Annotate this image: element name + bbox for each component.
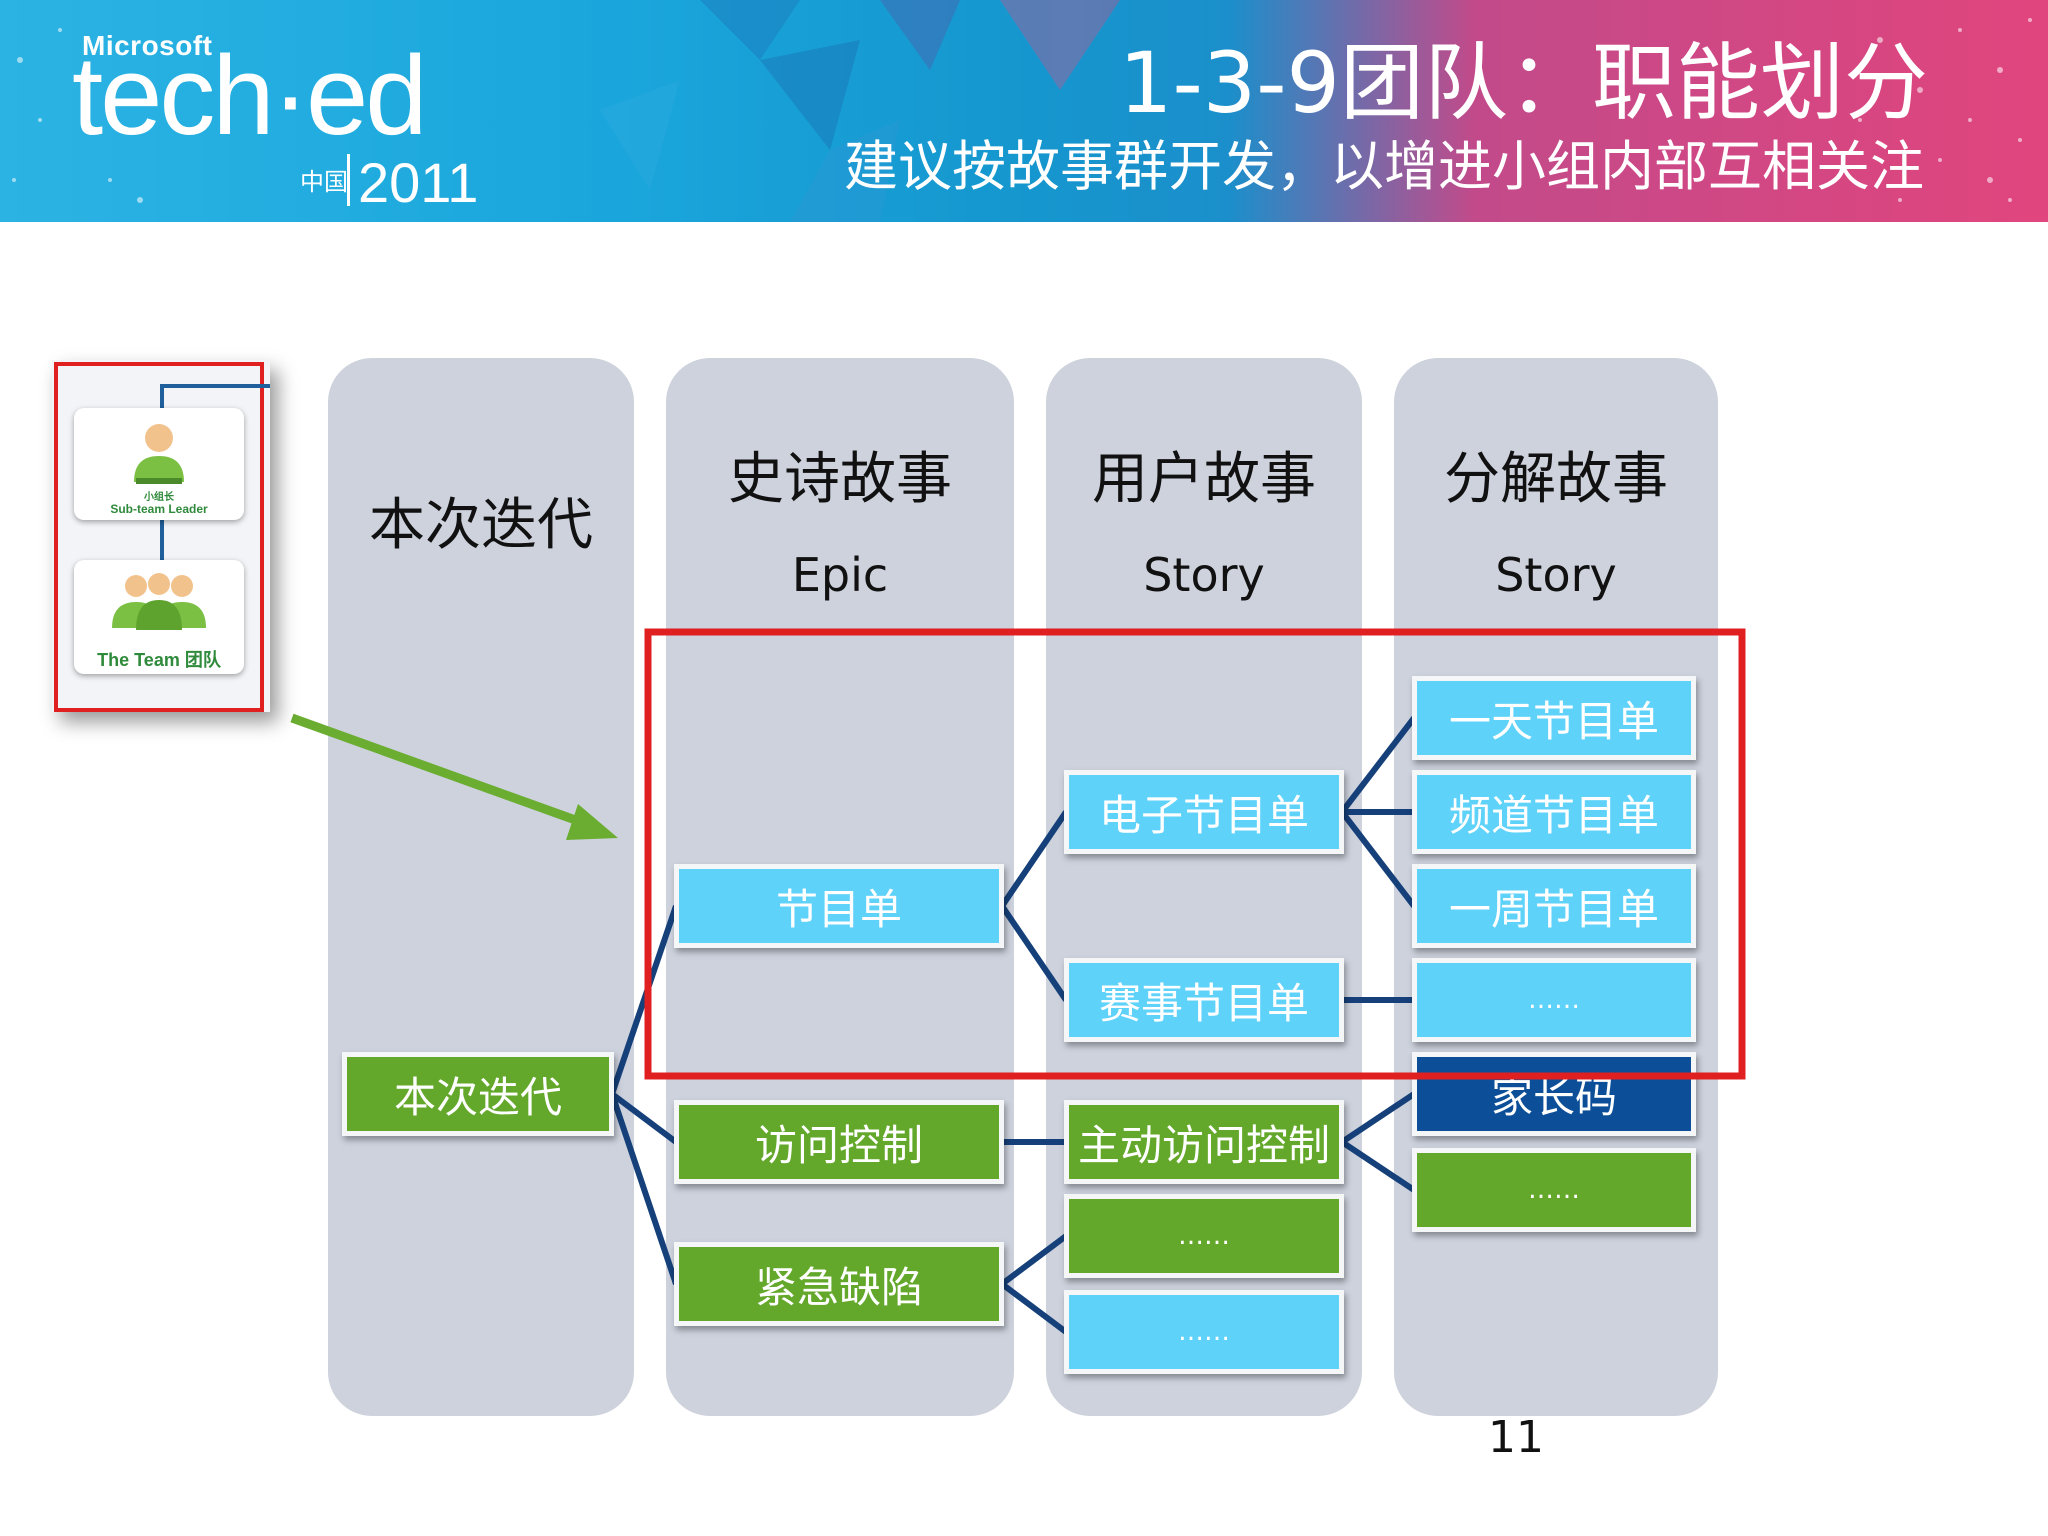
node-sub-channel: 频道节目单 <box>1412 770 1696 854</box>
node-story-more-green: …… <box>1064 1194 1344 1278</box>
leader-card: 小组长 Sub-team Leader <box>74 408 244 520</box>
org-line-vertical-1 <box>160 384 164 410</box>
leader-person-icon <box>134 424 184 484</box>
column-subtitle-user-story: Story <box>1143 548 1265 602</box>
node-story-more-blue: …… <box>1064 1290 1344 1374</box>
logo-year: 2011 <box>358 151 479 214</box>
column-title-iteration: 本次迭代 <box>369 493 593 558</box>
org-line-vertical-2 <box>160 520 164 562</box>
column-subtitle-sub-story: Story <box>1495 548 1617 602</box>
column-subtitle-epic: Epic <box>791 548 889 602</box>
image-red-frame <box>54 362 264 712</box>
logo-region: 中国 <box>300 168 348 196</box>
org-line-top <box>160 384 270 388</box>
team-people-icon <box>112 573 206 630</box>
node-story-active-access: 主动访问控制 <box>1064 1100 1344 1184</box>
node-sub-more-blue: …… <box>1412 958 1696 1042</box>
column-title-sub-story: 分解故事 <box>1444 447 1668 512</box>
teched-logo: tech·ed <box>72 33 428 158</box>
leader-label-cn: 小组长 <box>144 492 174 503</box>
node-epic-defect: 紧急缺陷 <box>674 1242 1004 1326</box>
node-sub-parent-code: 家长码 <box>1412 1052 1696 1136</box>
page-number: 11 <box>1488 1412 1544 1463</box>
slide-title: 1-3-9团队：职能划分 <box>1119 34 1928 132</box>
column-title-epic: 史诗故事 <box>728 447 952 512</box>
slide-subtitle: 建议按故事群开发，以增进小组内部互相关注 <box>844 135 1924 198</box>
node-sub-day: 一天节目单 <box>1412 676 1696 760</box>
node-sub-more-green: …… <box>1412 1148 1696 1232</box>
logo-divider <box>347 154 350 206</box>
node-epic-access: 访问控制 <box>674 1100 1004 1184</box>
node-story-epg: 电子节目单 <box>1064 770 1344 854</box>
node-sub-week: 一周节目单 <box>1412 864 1696 948</box>
team-card: The Team 团队 <box>74 560 244 674</box>
team-structure-image: 小组长 Sub-team Leader The Team 团队 <box>52 360 270 712</box>
node-epic-program: 节目单 <box>674 864 1004 948</box>
column-iteration <box>328 358 634 1416</box>
microsoft-logo-text: Microsoft <box>82 30 213 61</box>
leader-label-en: Sub-team Leader <box>110 502 208 516</box>
node-story-event: 赛事节目单 <box>1064 958 1344 1042</box>
team-label: The Team 团队 <box>97 650 221 670</box>
node-iteration: 本次迭代 <box>342 1052 614 1136</box>
header-banner: Microsoft tech·ed 中国 2011 1-3-9团队：职能划分 建… <box>0 0 2048 222</box>
column-title-user-story: 用户故事 <box>1092 447 1316 512</box>
banner-pattern <box>12 0 2032 222</box>
